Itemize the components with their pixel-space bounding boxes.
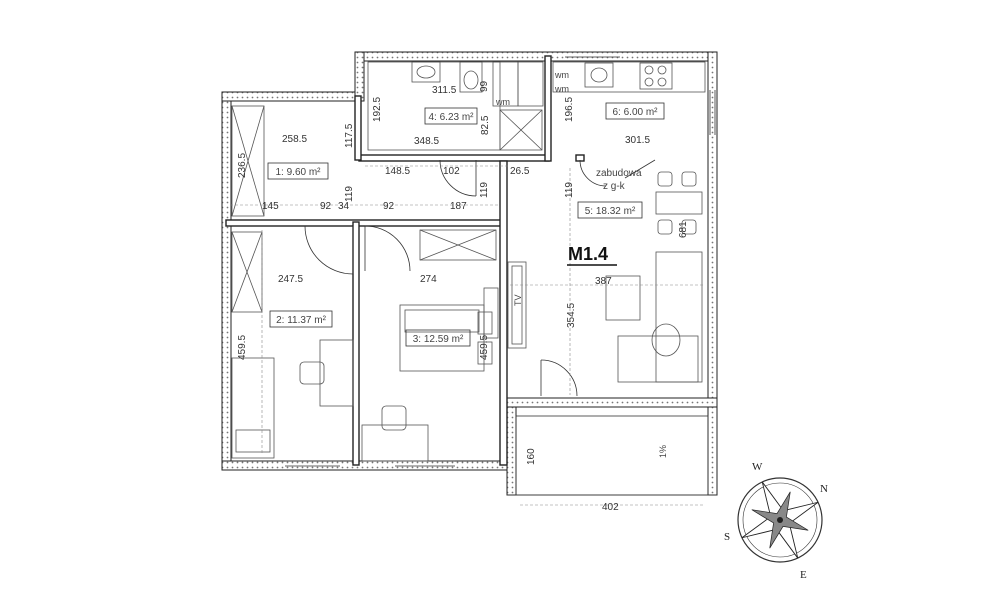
living-furniture bbox=[507, 171, 703, 383]
dim-26-5: 26.5 bbox=[510, 166, 530, 177]
dim-354-5: 354.5 bbox=[566, 303, 577, 328]
dimension-labels: 258.5 117.5 236.5 311.5 99 192.5 348.5 8… bbox=[237, 80, 689, 513]
compass-rose: N E S W bbox=[724, 461, 828, 581]
dim-92-b: 92 bbox=[383, 201, 395, 212]
room-4-label: 4: 6.23 m² bbox=[428, 112, 474, 123]
dim-311-5: 311.5 bbox=[432, 85, 457, 96]
dim-681: 681 bbox=[678, 221, 689, 238]
dim-187: 187 bbox=[450, 201, 467, 212]
dim-99: 99 bbox=[479, 80, 490, 92]
compass-s: S bbox=[724, 531, 730, 543]
wm-label-1: wm bbox=[554, 70, 569, 80]
dim-274: 274 bbox=[420, 274, 437, 285]
wm-label-2: wm bbox=[554, 84, 569, 94]
dim-459-5-right: 459.5 bbox=[479, 335, 490, 360]
room-1-box bbox=[267, 162, 329, 180]
dim-82-5: 82.5 bbox=[480, 115, 491, 135]
dim-160: 160 bbox=[526, 448, 537, 465]
wardrobes bbox=[231, 105, 543, 313]
room-3-label: 3: 12.59 m² bbox=[413, 334, 464, 345]
tv-label: TV bbox=[513, 294, 523, 306]
dim-192-5: 192.5 bbox=[372, 97, 383, 122]
dim-34: 34 bbox=[338, 201, 350, 212]
dim-247-5: 247.5 bbox=[278, 274, 303, 285]
room-6-label: 6: 6.00 m² bbox=[612, 107, 658, 118]
room-5-label: 5: 18.32 m² bbox=[585, 206, 636, 217]
room-labels: 1: 9.60 m² 2: 11.37 m² 3: 12.59 m² 4: 6.… bbox=[267, 102, 665, 347]
dim-196-5: 196.5 bbox=[564, 97, 575, 122]
bathroom-fixtures bbox=[367, 61, 544, 151]
interior-walls bbox=[225, 55, 585, 466]
room-4-box bbox=[424, 107, 478, 125]
room-6-box bbox=[605, 102, 665, 120]
slope-label: 1% bbox=[658, 445, 668, 458]
room-furniture bbox=[231, 287, 499, 462]
wm-label-3: wm bbox=[495, 97, 510, 107]
dimension-guides bbox=[230, 165, 705, 506]
compass-n: N bbox=[820, 483, 828, 495]
kitchen-note-line2: z g-k bbox=[603, 181, 626, 192]
dim-119-a: 119 bbox=[344, 186, 355, 202]
unit-title: M1.4 bbox=[568, 244, 608, 264]
dim-145: 145 bbox=[262, 201, 279, 212]
compass-w: W bbox=[752, 461, 763, 473]
room-3-box bbox=[405, 329, 471, 347]
kitchen-fixtures bbox=[552, 61, 706, 93]
annotations: zabudowa z g-k wm wm wm TV 1% bbox=[495, 70, 668, 458]
dim-348-5: 348.5 bbox=[414, 136, 439, 147]
dim-117-5: 117.5 bbox=[344, 123, 355, 148]
dim-387: 387 bbox=[595, 276, 612, 287]
dim-301-5: 301.5 bbox=[625, 135, 650, 146]
dim-148-5: 148.5 bbox=[385, 166, 410, 177]
compass-e: E bbox=[800, 569, 807, 581]
dim-119-c: 119 bbox=[564, 182, 575, 198]
dim-258-5: 258.5 bbox=[282, 134, 307, 145]
dim-102: 102 bbox=[443, 166, 460, 177]
dim-402: 402 bbox=[602, 502, 619, 513]
room-2-label: 2: 11.37 m² bbox=[276, 315, 327, 326]
room-2-box bbox=[269, 310, 333, 328]
dim-236-5: 236.5 bbox=[237, 153, 248, 178]
dim-92-a: 92 bbox=[320, 201, 332, 212]
dim-119-b: 119 bbox=[479, 182, 490, 198]
room-1-label: 1: 9.60 m² bbox=[275, 167, 321, 178]
balcony bbox=[507, 415, 717, 496]
dim-459-5-left: 459.5 bbox=[237, 335, 248, 360]
kitchen-note-line1: zabudowa bbox=[596, 168, 642, 179]
room-5-box bbox=[577, 201, 643, 219]
